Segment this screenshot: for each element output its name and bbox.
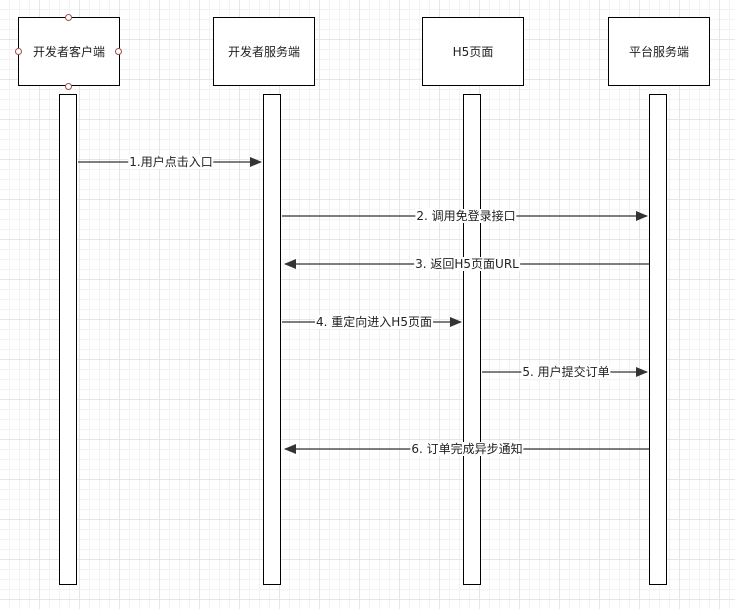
- participant-label: 开发者客户端: [32, 45, 105, 59]
- participant-label: H5页面: [452, 45, 494, 59]
- participant-developer-server[interactable]: 开发者服务端: [213, 17, 315, 86]
- participant-label: 平台服务端: [628, 45, 689, 59]
- message-label-5[interactable]: 5. 用户提交订单: [521, 365, 611, 379]
- participant-label: 开发者服务端: [227, 45, 300, 59]
- message-label-6[interactable]: 6. 订单完成异步通知: [410, 442, 524, 456]
- lifeline-platform-server[interactable]: [649, 94, 667, 585]
- participant-h5-page[interactable]: H5页面: [422, 17, 524, 86]
- resize-handle-right[interactable]: [115, 48, 122, 55]
- participant-developer-client[interactable]: 开发者客户端: [18, 17, 120, 86]
- message-label-2[interactable]: 2. 调用免登录接口: [415, 209, 517, 223]
- resize-handle-top[interactable]: [65, 14, 72, 21]
- participant-platform-server[interactable]: 平台服务端: [608, 17, 710, 86]
- lifeline-developer-client[interactable]: [59, 94, 77, 585]
- message-label-4[interactable]: 4. 重定向进入H5页面: [315, 315, 433, 329]
- resize-handle-left[interactable]: [15, 48, 22, 55]
- message-label-1[interactable]: 1.用户点击入口: [128, 155, 214, 169]
- resize-handle-bottom[interactable]: [65, 83, 72, 90]
- lifeline-developer-server[interactable]: [263, 94, 281, 585]
- message-label-3[interactable]: 3. 返回H5页面URL: [414, 257, 520, 271]
